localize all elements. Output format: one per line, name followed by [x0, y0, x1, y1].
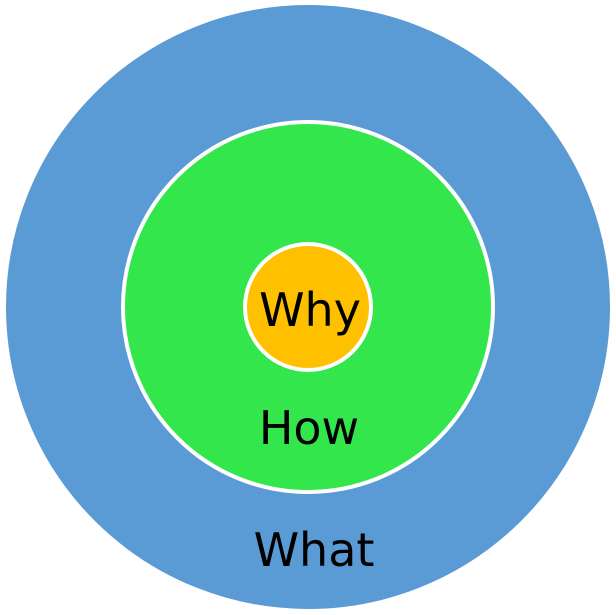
- label-why: Why: [259, 283, 361, 337]
- inner-circle-why: [243, 242, 373, 372]
- label-how: How: [259, 401, 359, 455]
- label-what: What: [254, 523, 375, 577]
